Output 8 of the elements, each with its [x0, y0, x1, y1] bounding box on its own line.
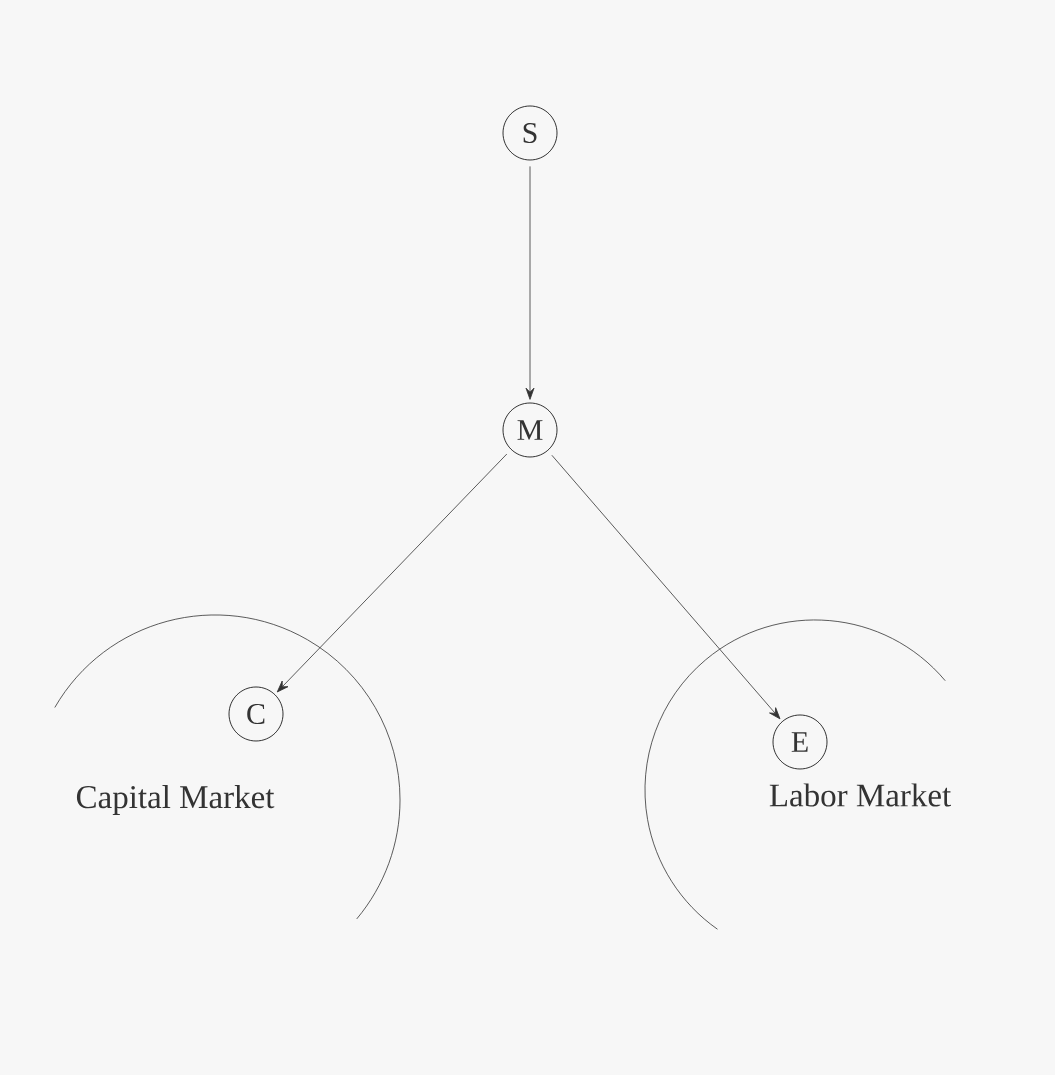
circled-letter: C [228, 686, 284, 742]
arrow [276, 453, 508, 693]
arrow [551, 454, 781, 720]
circled-letter: M [502, 402, 558, 458]
circled-letter: E [772, 714, 828, 770]
arrow [525, 166, 535, 400]
circled-letter: S [502, 105, 558, 161]
market-label: Capital Market [76, 785, 275, 815]
